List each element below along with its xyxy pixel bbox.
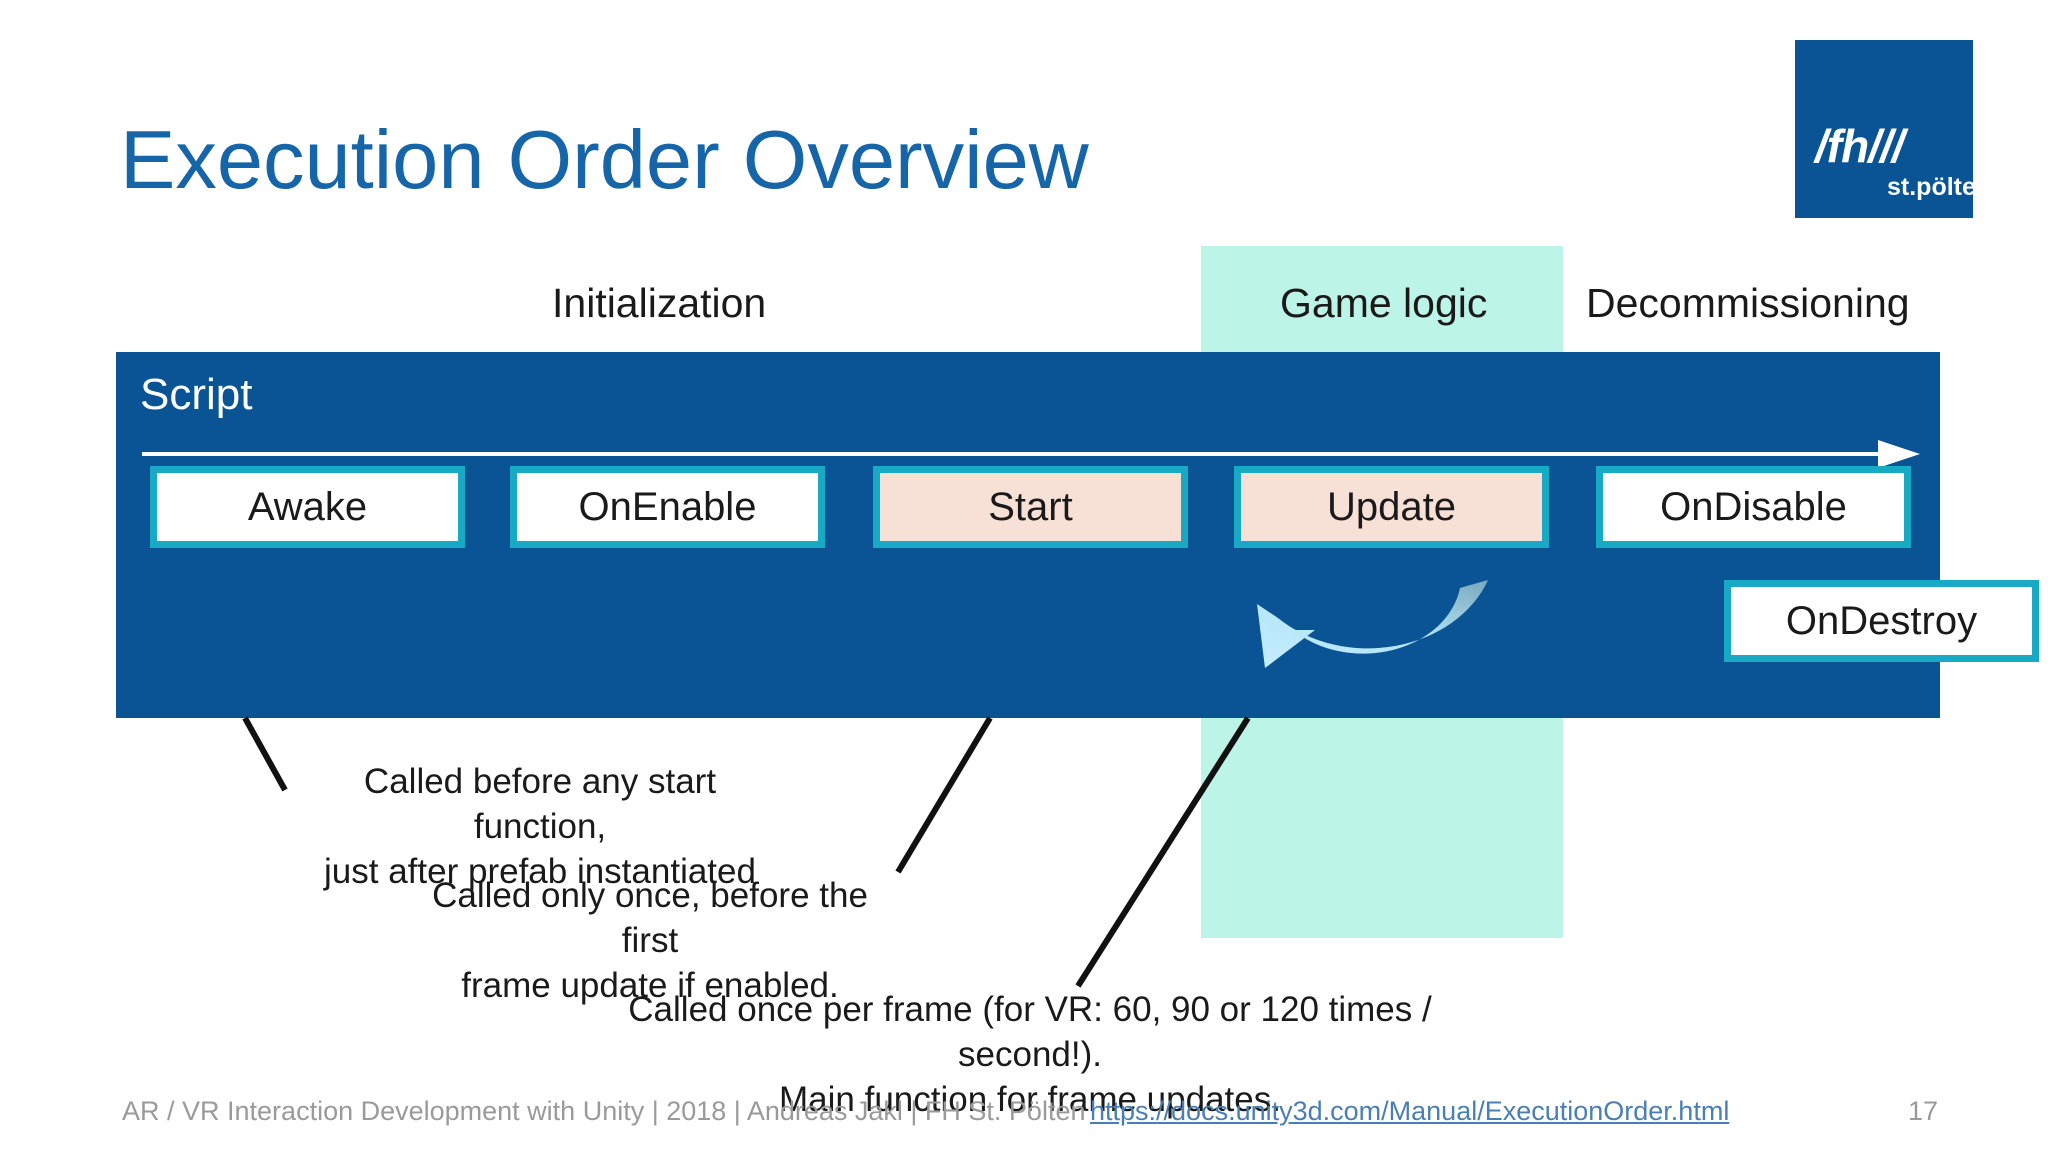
page-title: Execution Order Overview: [120, 113, 1089, 206]
footer-reference-link[interactable]: https://docs.unity3d.com/Manual/Executio…: [1090, 1096, 1730, 1126]
update-loop-arrow-icon: [1257, 580, 1488, 668]
lifecycle-box-ondisable[interactable]: OnDisable: [1596, 466, 1911, 548]
annotation-start: Called only once, before the first frame…: [432, 876, 868, 1005]
fh-stpoelten-logo: /fh/// st.pölten: [1795, 40, 1991, 218]
timeline-arrow-icon: [142, 440, 1920, 468]
lifecycle-box-onenable[interactable]: OnEnable: [510, 466, 825, 548]
phase-label-game-logic: Game logic: [1280, 280, 1488, 326]
footer-page-number: 17: [1908, 1096, 1939, 1126]
lifecycle-box-start[interactable]: Start: [873, 466, 1188, 548]
phase-label-initialization: Initialization: [552, 280, 767, 326]
lifecycle-box-awake[interactable]: Awake: [150, 466, 465, 548]
annotation-update: Called once per frame (for VR: 60, 90 or…: [628, 990, 1432, 1119]
annotation-awake: Called before any start function, just a…: [324, 762, 756, 891]
logo-wordmark: /fh///: [1815, 120, 1905, 172]
footer-credit: AR / VR Interaction Development with Uni…: [122, 1096, 1086, 1126]
logo-subtitle: st.pölten: [1887, 173, 1992, 201]
phase-label-decommissioning: Decommissioning: [1586, 280, 1910, 326]
script-panel-title: Script: [140, 370, 253, 419]
lifecycle-box-update[interactable]: Update: [1234, 466, 1549, 548]
lifecycle-box-ondestroy[interactable]: OnDestroy: [1724, 580, 2039, 662]
